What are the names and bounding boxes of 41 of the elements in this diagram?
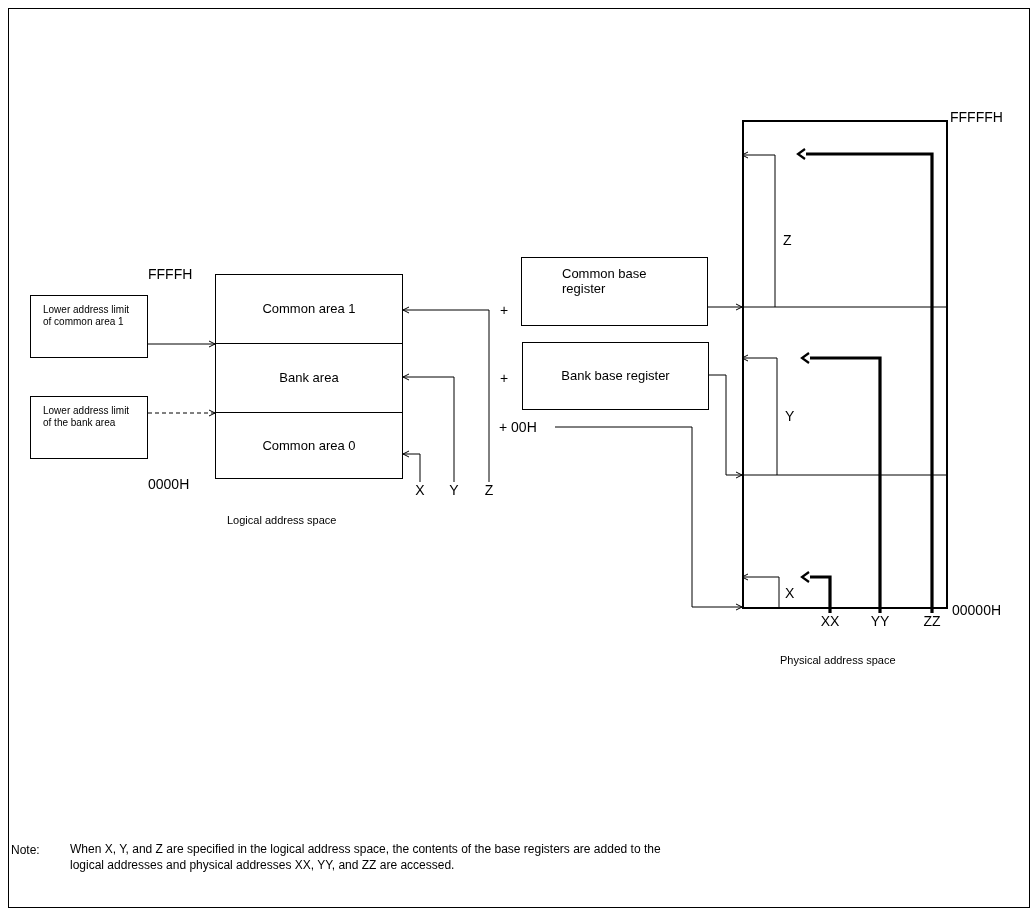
arrow bbox=[708, 374, 743, 479]
limit-box: Lower address limit of the bank area bbox=[30, 396, 148, 459]
arrow bbox=[402, 373, 455, 483]
arrow bbox=[800, 570, 832, 613]
arrow bbox=[402, 450, 421, 483]
arrow bbox=[796, 147, 934, 613]
memory-area: Common area 0 bbox=[215, 412, 403, 479]
physical-memory-box bbox=[742, 120, 948, 609]
arrow bbox=[554, 426, 743, 611]
arrow bbox=[147, 409, 216, 417]
register-box: Common base register bbox=[521, 257, 708, 326]
address-label: 0000H bbox=[148, 475, 190, 494]
limit-box: Lower address limit of common area 1 bbox=[30, 295, 148, 358]
address-label: Z bbox=[482, 482, 496, 498]
address-label: FFFFFH bbox=[950, 108, 1003, 127]
arrow bbox=[707, 303, 743, 311]
memory-area: Common area 1 bbox=[215, 274, 403, 344]
edge-label: Z bbox=[783, 232, 792, 248]
arrow bbox=[741, 151, 776, 308]
arrow bbox=[741, 573, 780, 608]
address-label: XX bbox=[818, 613, 842, 629]
arrow bbox=[741, 354, 778, 476]
address-label: ZZ bbox=[920, 613, 944, 629]
edge-label: X bbox=[785, 585, 795, 601]
note-text: When X, Y, and Z are specified in the logical address space, the contents of the base registers are added to the logical addresses and physical addresses XX, YY, and ZZ are accessed. bbox=[70, 841, 662, 873]
address-label: X bbox=[413, 482, 427, 498]
arrow bbox=[147, 340, 216, 348]
arrow bbox=[402, 306, 490, 483]
memory-area: Bank area bbox=[215, 343, 403, 413]
address-label: Y bbox=[447, 482, 461, 498]
arrow bbox=[800, 351, 882, 613]
address-label: YY bbox=[868, 613, 892, 629]
edge-label: Y bbox=[785, 408, 795, 424]
address-label: 00000H bbox=[952, 601, 1002, 620]
plus-sign: + bbox=[500, 369, 509, 388]
address-label: FFFFH bbox=[148, 265, 193, 284]
caption: Physical address space bbox=[780, 653, 896, 668]
caption: Logical address space bbox=[227, 513, 337, 528]
note-label: Note: bbox=[11, 842, 40, 859]
register-box: Bank base register bbox=[522, 342, 709, 410]
plus-sign: + bbox=[500, 301, 509, 320]
